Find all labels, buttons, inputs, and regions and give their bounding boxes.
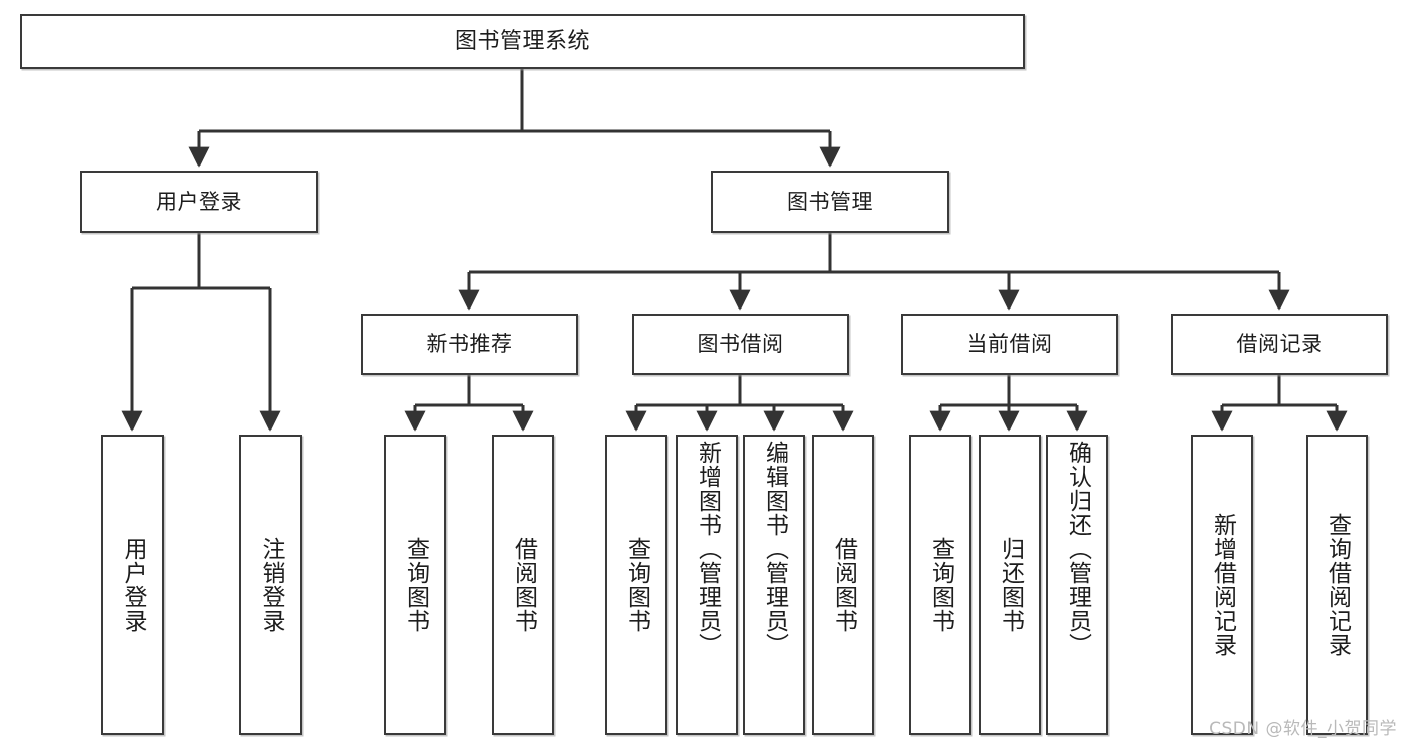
leaf-query-book-current[interactable]: 查询图书 [909, 435, 971, 735]
node-label: 用户登录 [156, 189, 242, 214]
leaf-borrow-book[interactable]: 借阅图书 [812, 435, 874, 735]
leaf-query-book-borrow[interactable]: 查询图书 [605, 435, 667, 735]
node-label: 借阅记录 [1236, 332, 1323, 357]
node-root-book-management-system[interactable]: 图书管理系统 [20, 14, 1025, 69]
node-label: 查询图书 [623, 537, 650, 633]
node-book-borrowing[interactable]: 图书借阅 [632, 314, 849, 375]
leaf-confirm-return-admin[interactable]: 确认归还（管理员） [1046, 435, 1108, 735]
node-label: 图书借阅 [697, 332, 784, 357]
leaf-logout[interactable]: 注销登录 [239, 435, 302, 735]
leaf-add-borrow-record[interactable]: 新增借阅记录 [1191, 435, 1253, 735]
node-label: 当前借阅 [966, 332, 1053, 357]
node-label: 用户登录 [120, 537, 146, 633]
node-label: 图书管理 [787, 189, 873, 214]
leaf-add-book-admin[interactable]: 新增图书（管理员） [676, 435, 738, 735]
node-user-login[interactable]: 用户登录 [80, 171, 318, 233]
node-label: 注销登录 [258, 537, 284, 633]
node-label: 新书推荐 [426, 332, 513, 357]
node-label: 编辑图书（管理员） [761, 441, 788, 657]
node-label: 新增借阅记录 [1209, 513, 1236, 657]
node-book-management[interactable]: 图书管理 [711, 171, 949, 233]
node-label: 查询图书 [927, 537, 954, 633]
leaf-return-book[interactable]: 归还图书 [979, 435, 1041, 735]
leaf-edit-book-admin[interactable]: 编辑图书（管理员） [743, 435, 805, 735]
node-label: 归还图书 [997, 537, 1024, 633]
csdn-watermark: CSDN @软件_小贺同学 [1209, 719, 1397, 739]
leaf-user-login[interactable]: 用户登录 [101, 435, 164, 735]
leaf-query-book-recommend[interactable]: 查询图书 [384, 435, 446, 735]
leaf-query-borrow-record[interactable]: 查询借阅记录 [1306, 435, 1368, 735]
node-label: 查询借阅记录 [1324, 513, 1351, 657]
node-label: 查询图书 [402, 537, 429, 633]
leaf-borrow-book-recommend[interactable]: 借阅图书 [492, 435, 554, 735]
node-label: 确认归还（管理员） [1064, 441, 1091, 657]
node-label: 借阅图书 [830, 537, 857, 633]
node-borrowing-records[interactable]: 借阅记录 [1171, 314, 1388, 375]
node-label: 借阅图书 [510, 537, 537, 633]
node-current-borrowing[interactable]: 当前借阅 [901, 314, 1118, 375]
node-label: 新增图书（管理员） [694, 441, 721, 657]
node-label: 图书管理系统 [454, 28, 590, 54]
node-new-book-recommendation[interactable]: 新书推荐 [361, 314, 578, 375]
